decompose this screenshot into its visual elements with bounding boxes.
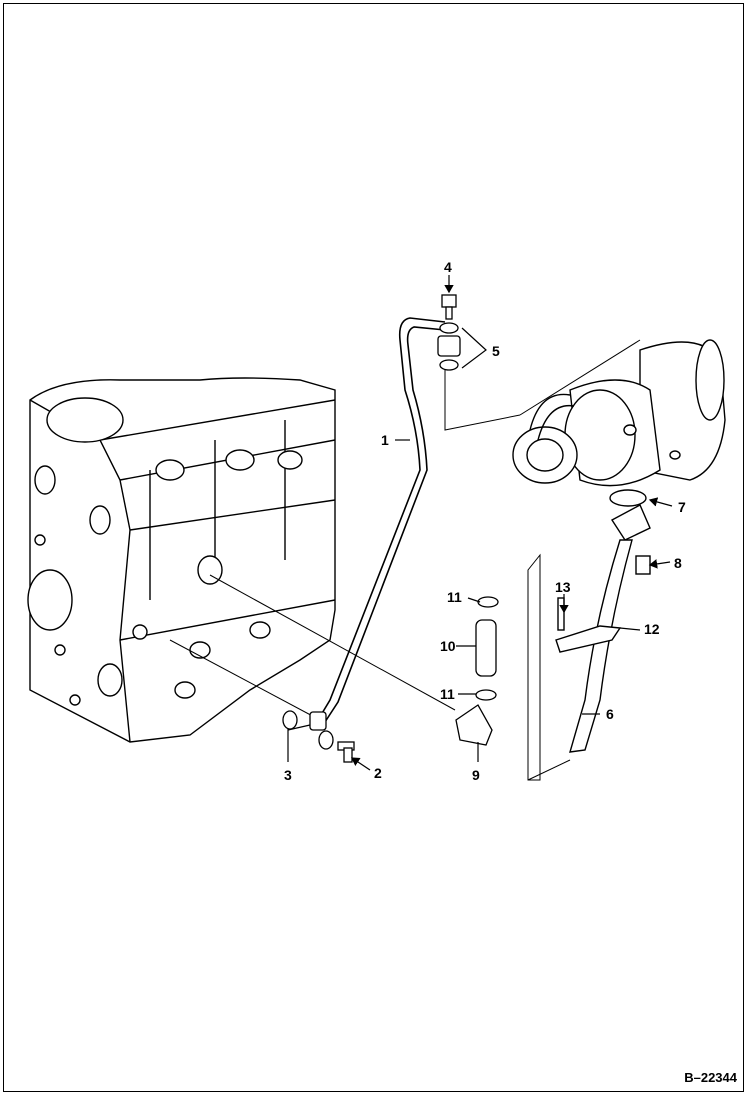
- callout-3: 3: [284, 767, 292, 783]
- callout-4: 4: [444, 259, 452, 275]
- callout-11-top: 11: [447, 589, 462, 605]
- engine-block: [27, 377, 336, 743]
- callout-11-bottom: 11: [440, 686, 455, 702]
- figure-id: B–22344: [684, 1070, 737, 1085]
- drain-parts: [455, 596, 499, 746]
- callout-8: 8: [674, 555, 682, 571]
- callout-1: 1: [381, 432, 389, 448]
- callout-leaders: [287, 275, 673, 771]
- callout-7: 7: [678, 499, 686, 515]
- callout-2: 2: [374, 765, 382, 781]
- callout-6: 6: [606, 706, 614, 722]
- turbocharger: [512, 339, 726, 487]
- callout-13: 13: [555, 579, 571, 595]
- callout-5: 5: [492, 343, 500, 359]
- oil-feed-pipe: [317, 317, 446, 723]
- callout-9: 9: [472, 767, 480, 783]
- alignment-lines: [169, 339, 641, 781]
- callout-12: 12: [644, 621, 660, 637]
- top-fittings: [437, 294, 461, 371]
- diagram-frame: [3, 3, 744, 1092]
- bottom-fittings: [282, 710, 355, 763]
- return-pipe: [555, 489, 651, 753]
- callout-labels: 4 5 1 3 2 7 8 13 11 12 10 11 6 9: [284, 259, 686, 783]
- callout-10: 10: [440, 638, 456, 654]
